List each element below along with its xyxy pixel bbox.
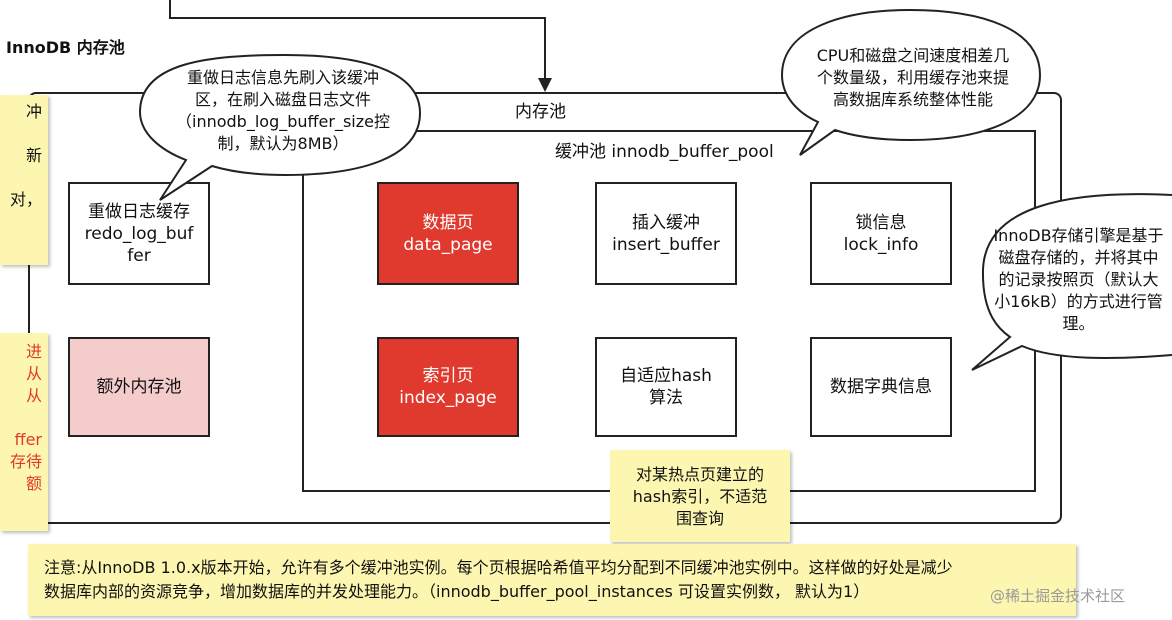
cpu-bubble [780, 8, 1042, 156]
lock-info-box: 锁信息 lock_info [810, 182, 952, 285]
left-bottom-note: 进 从 从 ffer 存待 额 [0, 333, 48, 531]
insert-buffer-box: 插入缓冲 insert_buffer [595, 182, 737, 285]
storage-bubble [971, 193, 1172, 371]
watermark: @稀土掘金技术社区 [990, 587, 1126, 605]
redo-bubble-text: 重做日志信息先刷入该缓冲 区，在刷入磁盘日志文件 （innodb_log_buf… [176, 68, 390, 153]
index-page-box: 索引页 index_page [377, 337, 519, 437]
data-page-box: 数据页 data_page [377, 182, 519, 285]
top-arrow-line [169, 0, 546, 80]
top-arrow-head [538, 78, 552, 92]
bottom-note: 注意:从InnoDB 1.0.x版本开始，允许有多个缓冲池实例。每个页根据哈希值… [28, 544, 1076, 616]
cpu-bubble-text: CPU和磁盘之间速度相差几 个数量级，利用缓存池来提 高数据库系统整体性能 [816, 46, 1010, 109]
storage-bubble-text: InnoDB存储引擎是基于 磁盘存储的，并将其中 的记录按照页（默认大 小16k… [993, 226, 1164, 333]
buffer-pool-label: 缓冲池 innodb_buffer_pool [555, 142, 774, 162]
left-top-note: 冲 新 对， [0, 95, 48, 265]
page-title: InnoDB 内存池 [6, 38, 125, 57]
hash-note: 对某热点页建立的 hash索引，不适范 围查询 [610, 450, 790, 542]
redo-log-buffer-box: 重做日志缓存 redo_log_buf fer [68, 182, 210, 285]
memory-pool-label: 内存池 [515, 102, 566, 122]
redo-bubble [138, 53, 422, 201]
data-dictionary-box: 数据字典信息 [810, 337, 952, 437]
extra-memory-pool-box: 额外内存池 [68, 337, 210, 437]
adaptive-hash-box: 自适应hash 算法 [595, 337, 737, 437]
